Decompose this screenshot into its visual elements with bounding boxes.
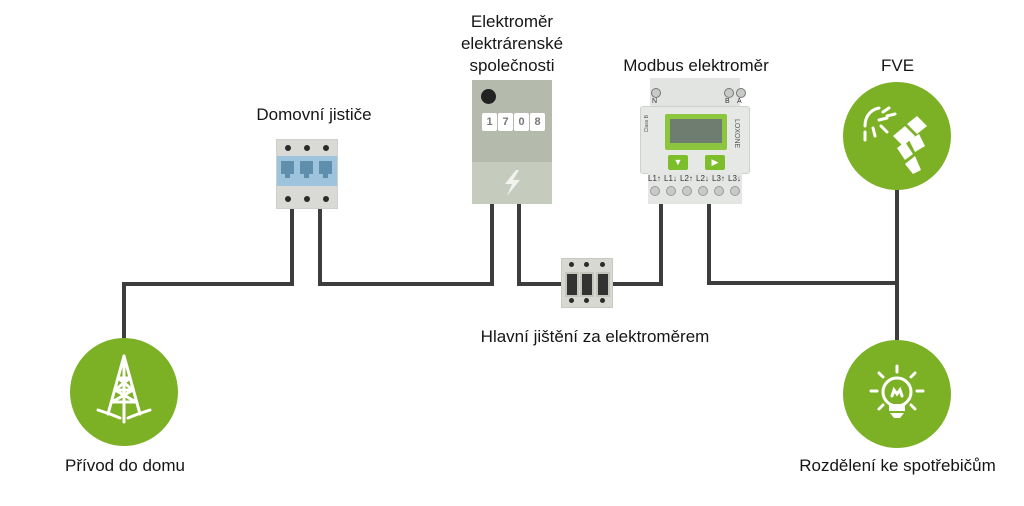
terminal-label: B [725,98,730,105]
wire-modbus-to-bus [707,204,897,285]
screw-icon [584,298,589,303]
terminal-label: L2↑ [680,174,693,183]
feed-node [70,338,178,446]
utility-meter-label-line-3: společnosti [469,56,555,75]
terminal-screw-icon [724,88,734,98]
terminal-label: L1↓ [664,174,677,183]
breaker-switch-icon [596,272,610,297]
terminal-screw-icon [682,186,692,196]
screw-icon [569,298,574,303]
screw-icon [304,196,310,202]
meter-digit: 7 [498,113,513,131]
modbus-meter-label: Modbus elektroměr [623,56,769,75]
down-button[interactable]: ▼ [668,155,688,170]
main-breaker-label: Hlavní jištění za elektroměrem [480,327,710,346]
meter-lower-panel [472,162,552,204]
breaker-switch-icon [565,272,579,297]
wire-breakers-to-meter [318,203,494,286]
light-bulb-icon [869,364,925,418]
pv-node [843,82,951,190]
terminal-screw-icon [698,186,708,196]
modbus-meter-device: N B A Class B ▼ ▶ LOXONE L1↑ L1↓ L2↑ L2↓… [640,78,750,204]
house-breakers-device [276,139,338,209]
solar-panel-icon [863,106,927,174]
wire-meter-to-main-breaker [517,203,561,286]
utility-meter-label: Elektroměr elektrárenské společnosti [432,11,592,77]
modbus-bottom-terminals: L1↑ L1↓ L2↑ L2↓ L3↑ L3↓ [648,173,742,204]
domovni-jistice-label: Domovní jističe [256,105,372,124]
terminal-label: L3↑ [712,174,725,183]
modbus-top-terminals: N B A [650,78,746,106]
wire-feed-to-breakers [122,205,294,340]
terminal-label: N [652,98,658,105]
breaker-switch-icon [580,272,594,297]
screw-icon [584,262,589,267]
screw-icon [600,298,605,303]
screw-icon [600,262,605,267]
class-label: Class B [644,115,650,133]
terminal-screw-icon [651,88,661,98]
terminal-label: L2↓ [696,174,709,183]
main-breaker-device [561,258,613,308]
terminal-label: L1↑ [648,174,661,183]
next-button[interactable]: ▶ [705,155,725,170]
lcd-display [670,119,722,143]
brand-logo: LOXONE [733,119,740,149]
breaker-band [277,156,337,186]
consumers-node [843,340,951,448]
screw-icon [323,145,329,151]
screw-icon [285,145,291,151]
lcd-frame [665,114,727,150]
breaker-switch-icon [300,161,313,178]
utility-meter-device: 1 7 0 8 [472,80,552,204]
modbus-body: Class B ▼ ▶ LOXONE [640,106,750,174]
meter-digit: 1 [482,113,497,131]
power-tower-icon [96,354,152,424]
meter-digit: 8 [530,113,545,131]
terminal-label: L3↓ [728,174,741,183]
meter-knob-icon [481,89,496,104]
meter-digit: 0 [514,113,529,131]
terminal-screw-icon [666,186,676,196]
breaker-switch-icon [281,161,294,178]
lightning-icon [505,170,520,196]
utility-meter-label-line-1: Elektroměr [470,12,554,31]
screw-icon [304,145,310,151]
terminal-screw-icon [650,186,660,196]
utility-meter-label-line-2: elektrárenské [460,34,564,53]
terminal-label: A [737,98,742,105]
screw-icon [285,196,291,202]
terminal-screw-icon [736,88,746,98]
consumers-label: Rozdělení ke spotřebičům [799,456,996,475]
terminal-screw-icon [714,186,724,196]
terminal-screw-icon [730,186,740,196]
pv-label: FVE [880,56,915,75]
screw-icon [569,262,574,267]
wire-main-breaker-to-modbus [611,204,663,286]
breaker-switch-icon [319,161,332,178]
feed-label: Přívod do domu [64,456,185,475]
screw-icon [323,196,329,202]
